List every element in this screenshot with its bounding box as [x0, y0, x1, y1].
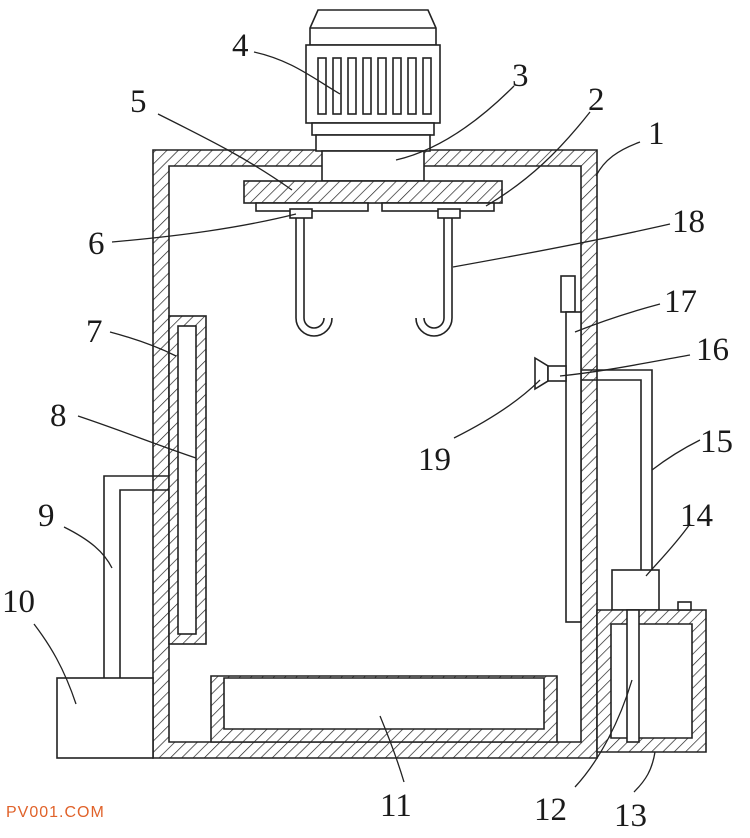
label-7: 7	[86, 314, 103, 350]
spray-nozzle	[534, 356, 567, 391]
label-15: 15	[700, 424, 733, 460]
label-18: 18	[672, 204, 705, 240]
tank-cap	[677, 601, 692, 611]
label-19: 19	[418, 442, 451, 478]
label-13: 13	[614, 798, 647, 834]
label-2: 2	[588, 82, 605, 118]
motor-fins	[317, 57, 432, 115]
hook-left	[295, 218, 333, 337]
rotating-plate	[243, 180, 503, 204]
water-tank	[596, 609, 707, 753]
chamber-wall	[152, 149, 598, 759]
label-6: 6	[88, 226, 105, 262]
heating-plate	[177, 325, 197, 635]
label-3: 3	[512, 58, 529, 94]
label-11: 11	[380, 788, 412, 824]
label-9: 9	[38, 498, 55, 534]
label-4: 4	[232, 28, 249, 64]
internal-pipe	[565, 311, 582, 623]
suction-tube	[626, 609, 640, 743]
watermark: PV001.COM	[6, 804, 105, 821]
label-5: 5	[130, 84, 147, 120]
label-17: 17	[664, 284, 697, 320]
label-1: 1	[648, 116, 665, 152]
drive-shaft	[321, 150, 425, 182]
label-12: 12	[534, 792, 567, 828]
drip-tray	[210, 675, 558, 743]
hook-right	[415, 218, 453, 337]
slider-left	[289, 208, 313, 219]
label-16: 16	[696, 332, 729, 368]
motor	[305, 9, 441, 152]
pipe-base-block	[560, 275, 576, 313]
label-10: 10	[2, 584, 35, 620]
slider-right	[437, 208, 461, 219]
part-labels: 1 2 3 4 5 6 7 8 9 10 11 12 13 14 15 16 1…	[2, 28, 733, 834]
blower-box	[56, 677, 154, 759]
label-8: 8	[50, 398, 67, 434]
air-duct	[103, 475, 169, 678]
pump	[611, 569, 660, 611]
leader-lines	[33, 51, 701, 793]
label-14: 14	[680, 498, 713, 534]
